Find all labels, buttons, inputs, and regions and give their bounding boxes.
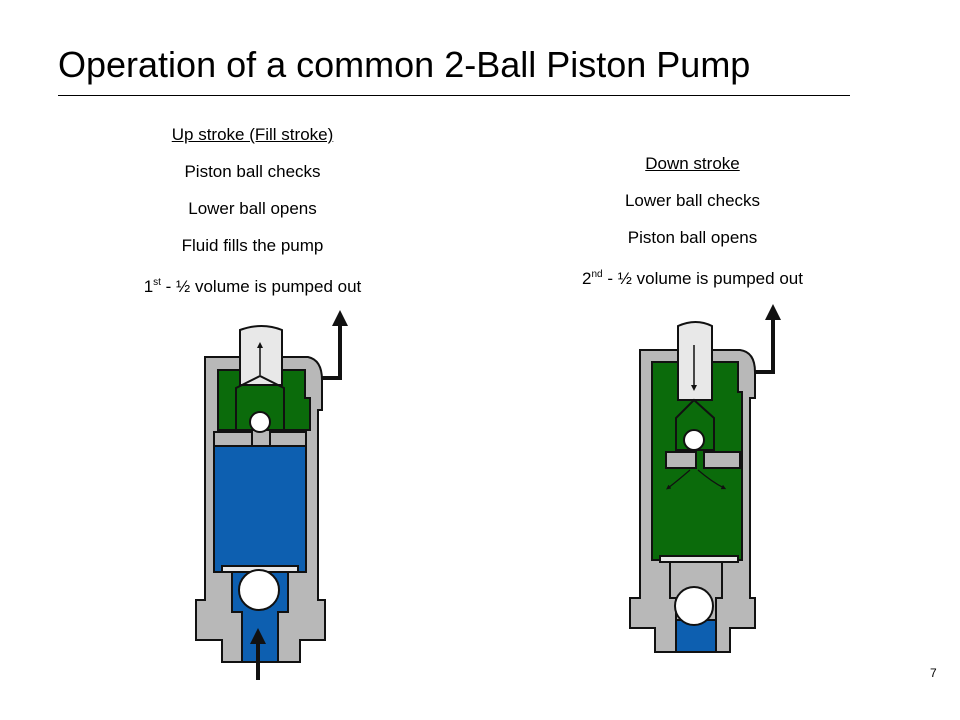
flow-arrow-left — [666, 469, 691, 490]
outlet-arrow — [755, 304, 781, 374]
up-stroke-line-4: 1st - ½ volume is pumped out — [90, 264, 415, 301]
slide-title: Operation of a common 2-Ball Piston Pump — [58, 44, 751, 85]
down-stroke-line-3: 2nd - ½ volume is pumped out — [530, 256, 855, 293]
flow-arrow-right — [697, 469, 727, 490]
lower-ball — [238, 569, 280, 611]
piston-head-left — [665, 451, 697, 469]
piston-cage — [235, 374, 285, 431]
lower-chamber-fluid — [213, 445, 307, 573]
up-stroke-line-2: Lower ball opens — [188, 199, 317, 218]
piston-rod — [677, 321, 713, 401]
down-stroke-line-2: Piston ball opens — [627, 228, 758, 247]
up-stroke-ordinal-suffix: st — [153, 277, 161, 288]
up-stroke-line-1: Piston ball checks — [184, 162, 321, 181]
down-stroke-pump-diagram — [629, 304, 781, 653]
piston-head-left — [213, 431, 253, 447]
piston-head-right — [269, 431, 307, 447]
down-stroke-text: Down stroke Lower ball checks Piston bal… — [530, 145, 855, 293]
piston-cage — [675, 398, 715, 451]
piston-rod — [239, 325, 283, 386]
down-stroke-line-1: Lower ball checks — [624, 191, 761, 210]
up-stroke-text: Up stroke (Fill stroke) Piston ball chec… — [90, 116, 415, 301]
piston-ball — [249, 411, 271, 433]
up-stroke-ordinal: 1 — [143, 277, 154, 296]
up-stroke-heading: Up stroke (Fill stroke) — [171, 125, 334, 144]
lower-ball — [674, 586, 714, 626]
piston-head-right — [703, 451, 741, 469]
down-stroke-ordinal-suffix: nd — [591, 269, 603, 280]
down-stroke-heading: Down stroke — [645, 154, 740, 173]
page-number: 7 — [930, 666, 937, 680]
up-stroke-line-3: Fluid fills the pump — [181, 236, 324, 255]
up-stroke-pump-diagram — [195, 310, 348, 680]
piston-ball — [683, 429, 705, 451]
title-underline — [58, 95, 850, 96]
up-stroke-line-4-rest: - ½ volume is pumped out — [160, 277, 362, 296]
down-stroke-ordinal: 2 — [582, 269, 592, 288]
lower-cage-bar — [659, 555, 739, 563]
down-stroke-line-3-rest: - ½ volume is pumped out — [602, 269, 803, 288]
outlet-arrow — [322, 310, 348, 380]
